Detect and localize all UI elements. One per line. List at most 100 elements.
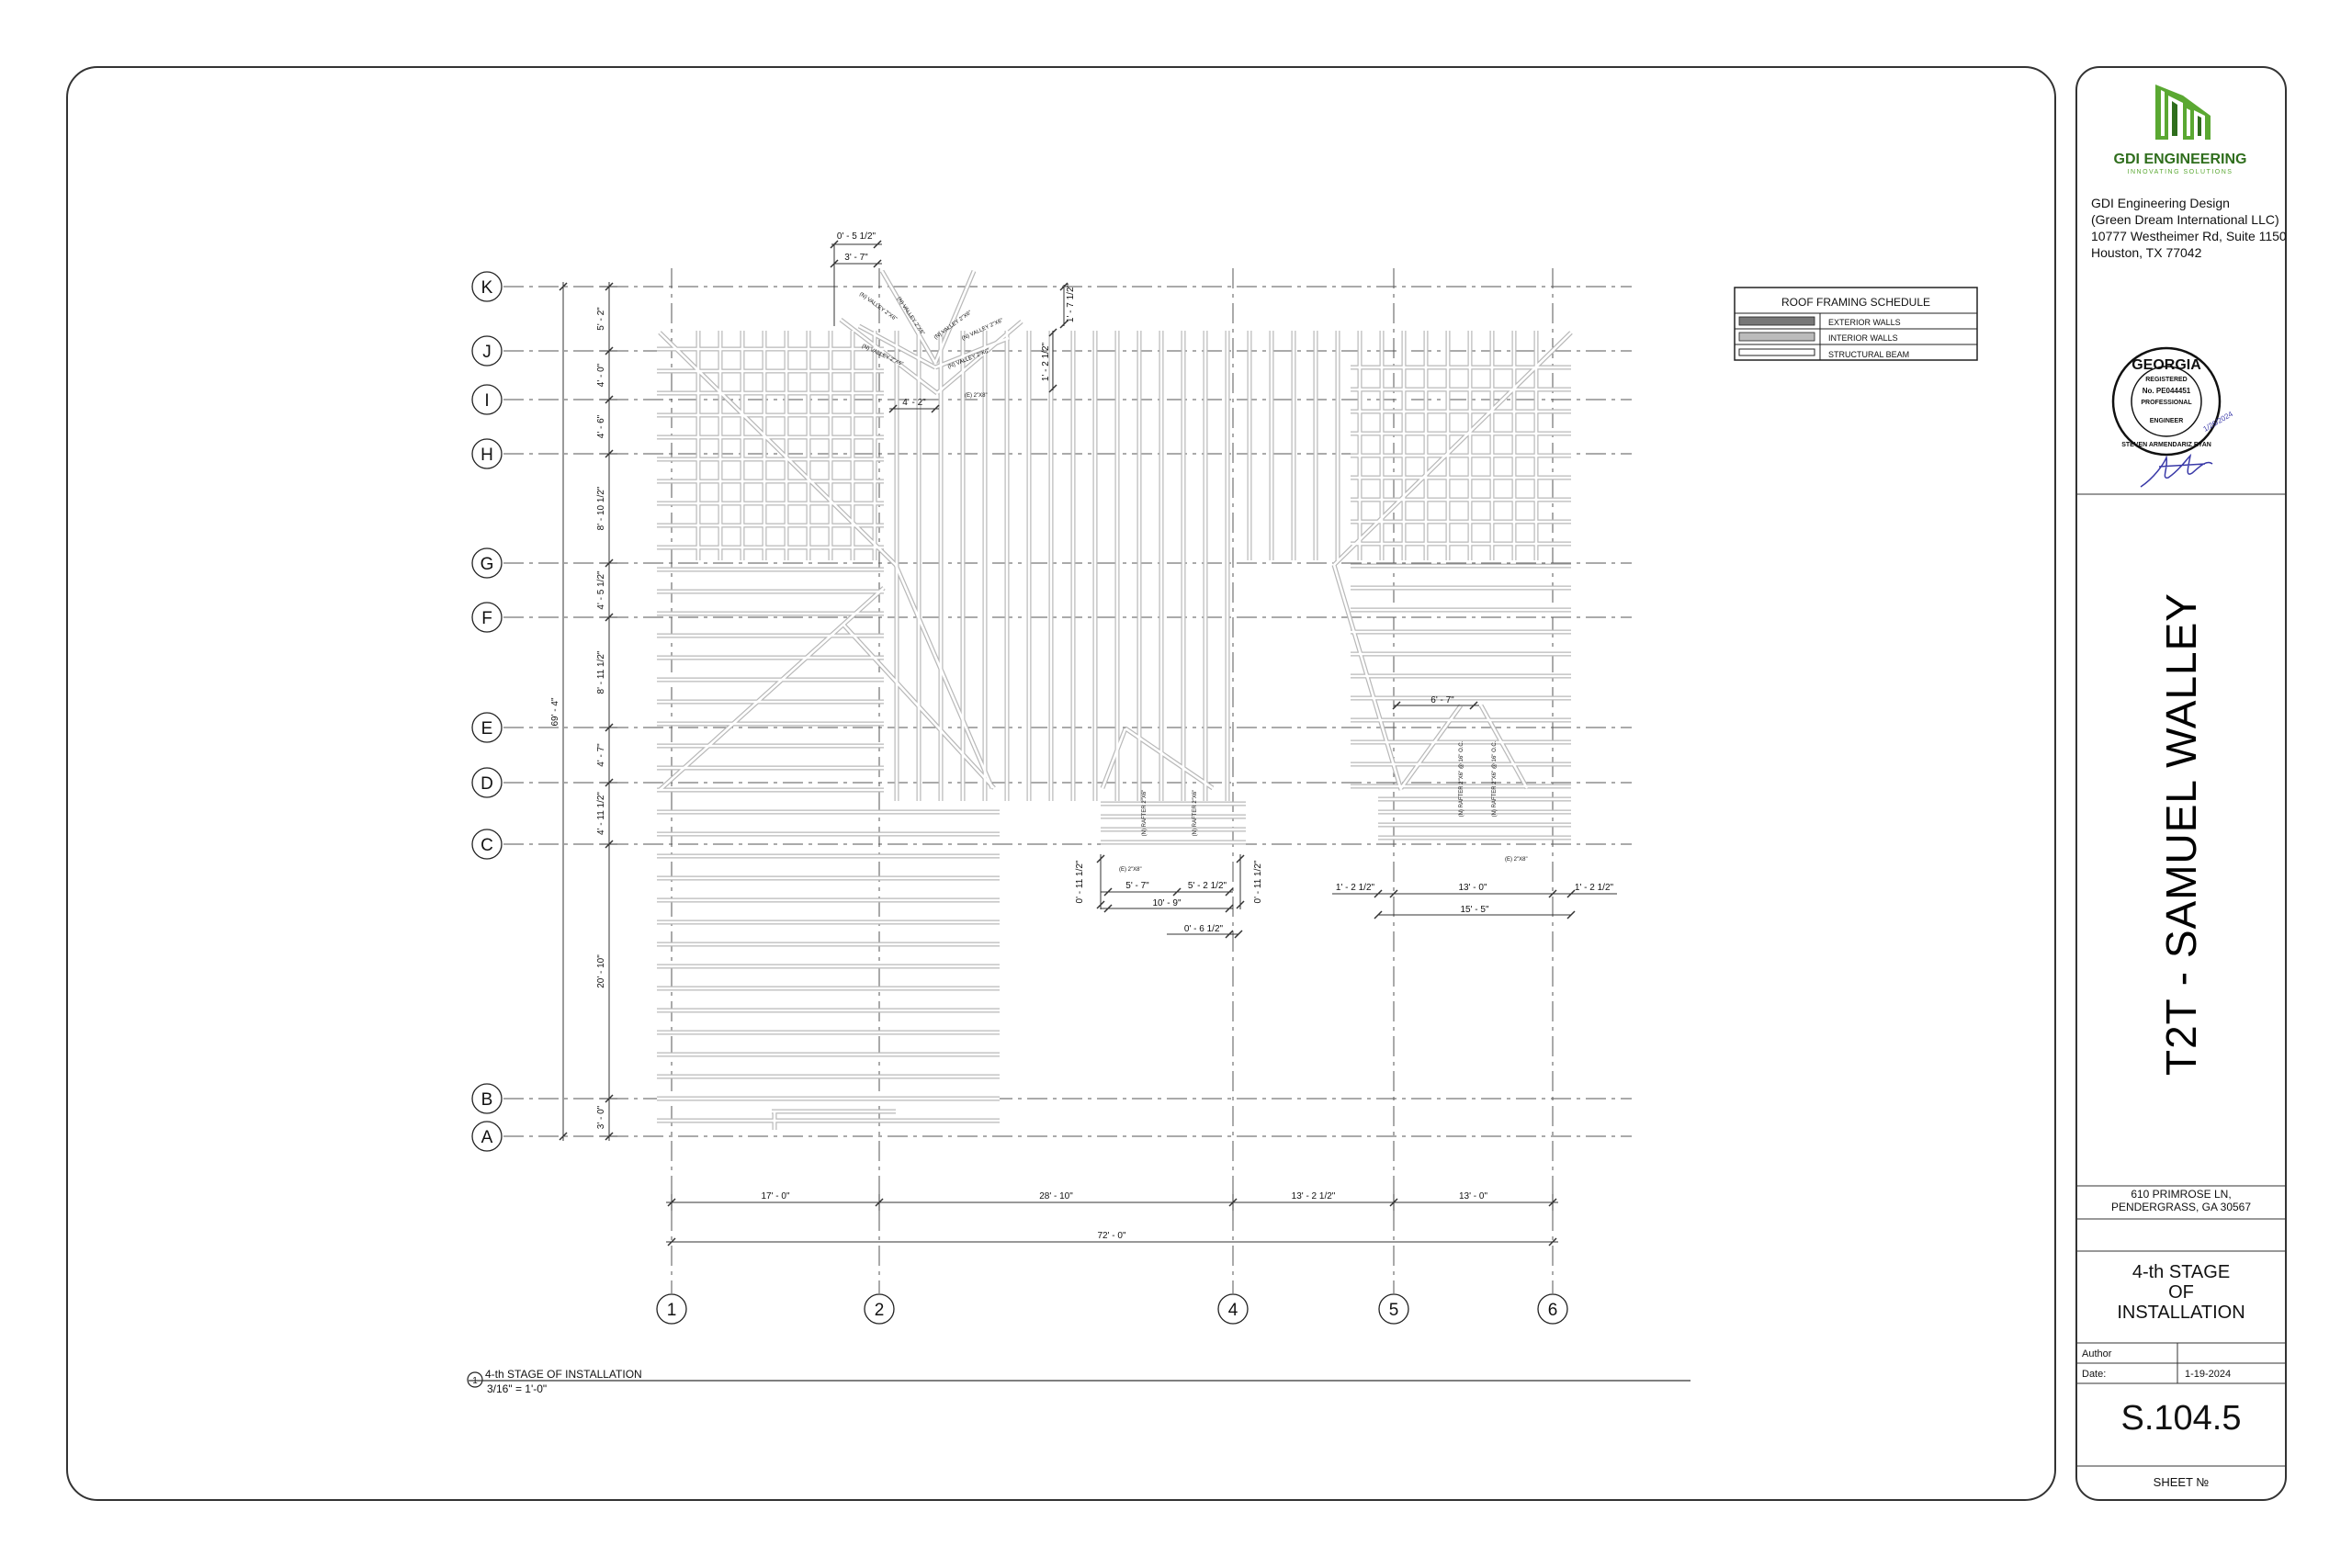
mid-rafter-label-0: (N) RAFTER 2"X6" <box>1142 790 1148 837</box>
grid-label-2: 2 <box>875 1301 885 1320</box>
dim-left-8: 20' - 10" <box>596 954 606 988</box>
dim-left-0: 5' - 2" <box>596 307 606 331</box>
framing-member-core <box>659 587 885 791</box>
dim-left-5: 8' - 11 1/2" <box>596 650 606 694</box>
dim-top-valley-4: 1' - 2 1/2" <box>1041 342 1051 381</box>
grid-bubble-5 <box>1378 1293 1409 1325</box>
beam-label-mid: (E) 2"X8" <box>1119 867 1142 873</box>
grid-label-f: F <box>481 609 492 628</box>
stage-line-2: OF <box>2168 1282 2194 1303</box>
grid-label-e: E <box>481 719 493 739</box>
dim-mid-dormer-1: 5' - 7" <box>1125 881 1149 891</box>
grid-bubble-h <box>471 438 503 469</box>
framing-member-core <box>842 624 995 789</box>
grid-label-1: 1 <box>667 1301 677 1320</box>
dim-bottom-0: 17' - 0" <box>761 1191 789 1201</box>
dim-bottom-1: 28' - 10" <box>1039 1191 1073 1201</box>
dim-mid-dormer-4: 0' - 11 1/2" <box>1253 860 1263 903</box>
dim-left-7: 4' - 11 1/2" <box>596 792 606 835</box>
framing-member-core <box>858 324 936 369</box>
framing-member-core <box>1479 705 1529 789</box>
project-name-container: T2T - SAMUEL WALLEY <box>2076 494 2286 1174</box>
title-block-border <box>2075 66 2287 1501</box>
dim-left-2: 4' - 6" <box>596 414 606 438</box>
framing-member-core <box>936 321 1023 394</box>
seal-line-5: STEVEN ARMENDARIZ RYAN <box>2121 442 2211 448</box>
grid-label-b: B <box>481 1090 493 1110</box>
schedule-title: ROOF FRAMING SCHEDULE <box>1781 296 1930 309</box>
date-label: Date: <box>2082 1369 2106 1380</box>
dim-mid-dormer-3: 10' - 9" <box>1152 898 1181 908</box>
framing-member-core <box>1332 564 1403 791</box>
title-block-rules <box>2076 493 2286 1467</box>
grid-bubble-4 <box>1217 1293 1249 1325</box>
grid-bubble-j <box>471 335 503 367</box>
grid-bubble-c <box>471 829 503 860</box>
engineer-seal: GEORGIA REGISTERED No. PE044451 PROFESSI… <box>2111 346 2234 488</box>
sheet-title: 4-th STAGE OF INSTALLATION <box>2076 1262 2286 1323</box>
view-scale: 3/16" = 1'-0" <box>487 1382 547 1395</box>
stage-line-3: INSTALLATION <box>2117 1303 2245 1323</box>
dim-bottom-overall: 72' - 0" <box>1097 1231 1125 1241</box>
sheet-border <box>66 66 2056 1501</box>
view-title-text: 4-th STAGE OF INSTALLATION <box>485 1368 642 1381</box>
dim-left-4: 4' - 5 1/2" <box>596 570 606 610</box>
seal-line-4: ENGINEER <box>2150 418 2184 424</box>
date-value: 1-19-2024 <box>2185 1369 2231 1380</box>
grid-label-k: K <box>481 278 493 298</box>
dim-left-1: 4' - 0" <box>596 363 606 387</box>
grid-bubble-2 <box>864 1293 895 1325</box>
grid-label-h: H <box>481 446 493 465</box>
dimension-text: 5' - 2" 4' - 0" 4' - 6" 8' - 10 1/2" 4' - 5 … <box>550 231 1614 1241</box>
engineer-signature <box>2140 453 2213 488</box>
schedule-item-interior-walls: INTERIOR WALLS <box>1828 333 1898 343</box>
dim-left-6: 4' - 7" <box>596 743 606 767</box>
framing-member-core <box>1333 332 1572 566</box>
sheet-number: S.104.5 <box>2120 1399 2242 1438</box>
valley-label-1: (N) VALLEY 2"X6" <box>896 297 925 337</box>
schedule-item-exterior-walls: EXTERIOR WALLS <box>1828 318 1901 327</box>
stage-line-1: 4-th STAGE <box>2132 1262 2231 1282</box>
firm-line-3: 10777 Westheimer Rd, Suite 1150 <box>2091 229 2287 243</box>
dim-bottom-2: 13' - 2 1/2" <box>1292 1191 1336 1201</box>
grid-label-4: 4 <box>1228 1301 1238 1320</box>
address-line-2: PENDERGRASS, GA 30567 <box>2110 1201 2252 1213</box>
dim-right-dormer-0: 6' - 7" <box>1430 695 1454 705</box>
grid-bubble-g <box>471 547 503 579</box>
beam-label-top: (E) 2"X8" <box>965 393 988 399</box>
seal-line-3: PROFESSIONAL <box>2141 400 2192 406</box>
logo-tagline: INNOVATING SOLUTIONS <box>2128 169 2233 175</box>
logo-name: GDI ENGINEERING <box>2114 152 2247 167</box>
framing-member-core <box>1101 728 1127 789</box>
building-logo-icon <box>2155 85 2211 140</box>
firm-info: GDI Engineering Design (Green Dream Inte… <box>2091 195 2287 261</box>
sheet-number-label: SHEET № <box>2153 1475 2210 1489</box>
dim-right-dormer-3: 1' - 2 1/2" <box>1575 883 1614 893</box>
grid-bubble-i <box>471 384 503 415</box>
project-address: 610 PRIMROSE LN, PENDERGRASS, GA 30567 <box>2076 1188 2286 1213</box>
project-name: T2T - SAMUEL WALLEY <box>2157 592 2205 1076</box>
dim-right-dormer-1: 1' - 2 1/2" <box>1336 883 1375 893</box>
grid-label-d: D <box>481 774 493 794</box>
grid-label-6: 6 <box>1548 1301 1558 1320</box>
dim-left-3: 8' - 10 1/2" <box>596 486 606 530</box>
dim-right-dormer-4: 15' - 5" <box>1460 905 1488 915</box>
dim-top-valley-1: 3' - 7" <box>844 253 868 263</box>
framing-member-core <box>659 332 897 566</box>
grid-label-j: J <box>482 343 492 362</box>
dim-top-valley-3: 1' - 7 1/2" <box>1066 283 1076 322</box>
framing-member-core <box>1125 727 1214 790</box>
framing-member-core <box>840 318 938 395</box>
dim-right-dormer-2: 13' - 0" <box>1458 883 1487 893</box>
grid-label-5: 5 <box>1389 1301 1399 1320</box>
framing-member-core <box>933 270 976 364</box>
grid-bubble-a <box>471 1121 503 1152</box>
right-rafter-label-1: (N) RAFTER 2"X6" @ 16" O.C. <box>1492 740 1498 817</box>
firm-line-2: (Green Dream International LLC) <box>2091 212 2279 227</box>
right-rafter-label-0: (N) RAFTER 2"X6" @ 16" O.C. <box>1459 740 1464 817</box>
grid-bubble-1 <box>656 1293 687 1325</box>
dim-mid-dormer-5: 0' - 6 1/2" <box>1184 924 1224 934</box>
framing-member-core <box>880 270 937 364</box>
